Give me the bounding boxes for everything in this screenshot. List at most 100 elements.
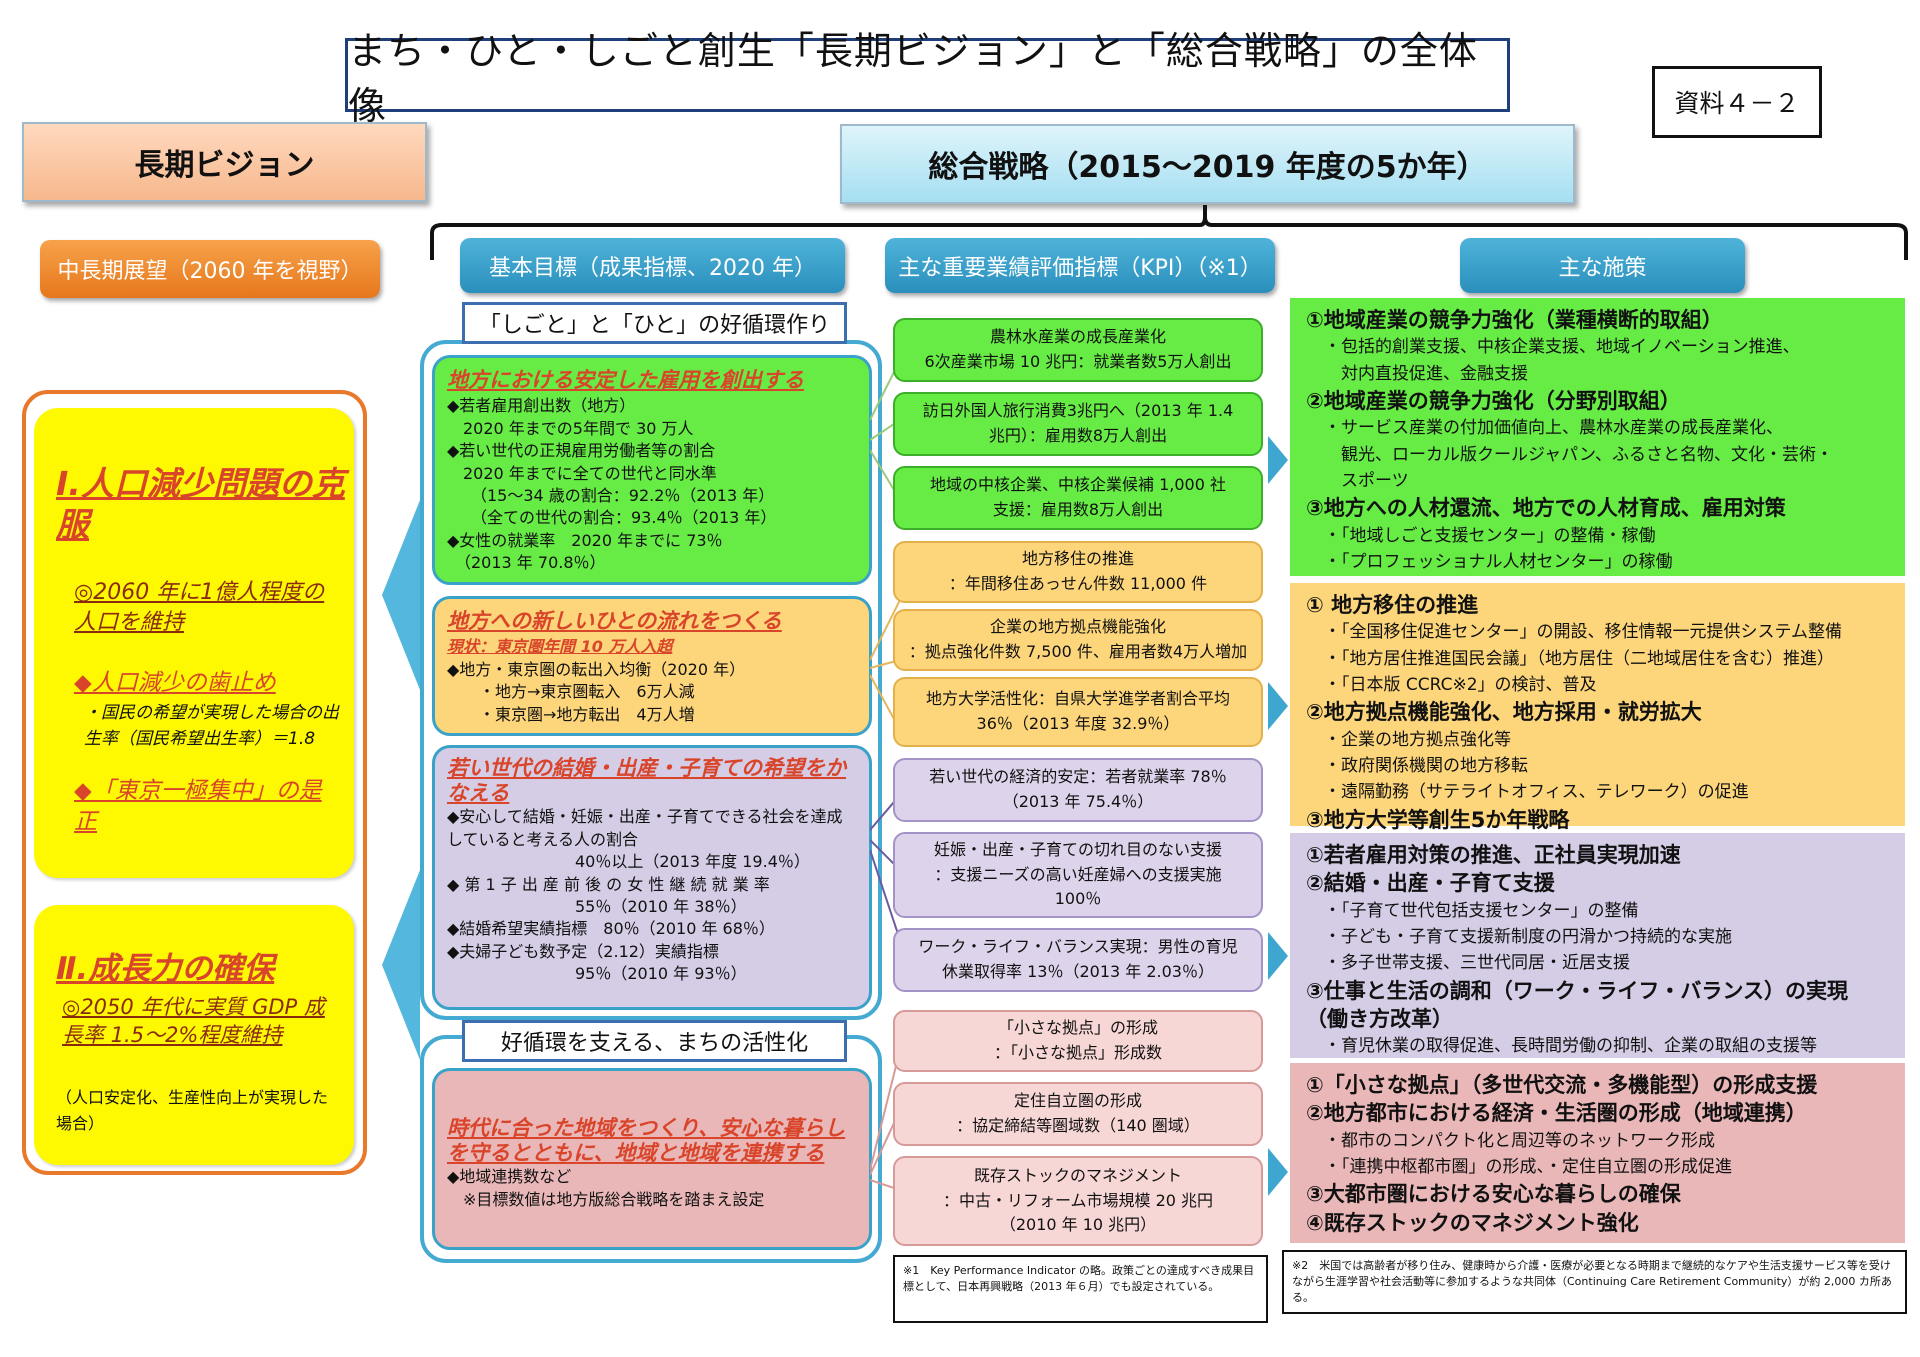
kpi-pill: 主な重要業績評価指標（KPI）（※1） (885, 238, 1275, 293)
policy-heading: ①若者雇用対策の推進、正社員実現加速 (1306, 843, 1681, 867)
goal-region-title: 時代に合った地域をつくり、安心な暮らしを守るとともに、地域と地域を連携する (447, 1116, 846, 1166)
goal-employment-line: （2013 年 70.8％） (447, 553, 606, 573)
kpi-line: 妊娠・出産・子育ての切れ目のない支援 (933, 839, 1222, 859)
policy-heading: ③地方大学等創生5か年戦略 (1306, 807, 1570, 832)
vision-box-population: Ⅰ.人口減少問題の克服 ◎2060 年に1億人程度の人口を維持 ◆人口減少の歯止… (34, 408, 354, 878)
kpi-line: 休業取得率 13％（2013 年 2.03％） (942, 962, 1214, 981)
policy-group-region: ①「小さな拠点」（多世代交流・多機能型）の形成支援 ②地方都市における経済・生活… (1290, 1063, 1905, 1243)
goal-migration-line: ・東京圏→地方転出 4万人増 (447, 704, 695, 724)
policy-group-family: ①若者雇用対策の推進、正社員実現加速 ②結婚・出産・子育て支援 ・「子育て世代包… (1290, 833, 1905, 1058)
page-title: まち・ひと・しごと創生「長期ビジョン」と「総合戦略」の全体像 (345, 29, 1510, 128)
policy-item: ・「子育て世代包括支援センター」の整備 (1324, 900, 1639, 921)
footnote-kpi: ※1 Key Performance Indicator の略。政策ごとの達成す… (893, 1255, 1268, 1323)
policy-item: ・政府関係機関の地方移転 (1324, 756, 1528, 777)
vision-header: 長期ビジョン (22, 122, 427, 202)
vision-population-sub2: ◆「東京一極集中」の是正 (74, 778, 322, 836)
goal-employment-line: （全ての世代の割合：93.4％（2013 年） (447, 508, 777, 528)
goal-employment-line: ◆若い世代の正規雇用労働者等の割合 (447, 441, 716, 461)
policy-item: ・都市のコンパクト化と周辺等のネットワーク形成 (1324, 1130, 1715, 1151)
goal-employment-line: （15～34 歳の割合：92.2％（2013 年） (447, 485, 775, 505)
kpi-item: 地域の中核企業、中核企業候補 1,000 社支援：雇用数8万人創出 (893, 466, 1263, 530)
kpi-line: 定住自立圏の形成 (1013, 1091, 1142, 1111)
policy-pill: 主な施策 (1460, 238, 1745, 293)
outlook-pill-text: 中長期展望（2060 年を視野） (57, 259, 363, 284)
policy-item: ・子ども・子育て支援新制度の円滑かつ持続的な実施 (1324, 927, 1732, 948)
policy-heading: ②地方拠点機能強化、地方採用・就労拡大 (1306, 700, 1702, 725)
vision-header-text: 長期ビジョン (134, 148, 315, 183)
strategy-brace (430, 205, 1908, 260)
page-title-text: まち・ひと・しごと創生「長期ビジョン」と「総合戦略」の全体像 (348, 29, 1478, 128)
policy-group-industry: ①地域産業の競争力強化（業種横断的取組） ・包括的創業支援、中核企業支援、地域イ… (1290, 298, 1905, 576)
goal-employment-title: 地方における安定した雇用を創出する (447, 368, 804, 392)
policy-heading: ②結婚・出産・子育て支援 (1306, 871, 1555, 896)
policy-heading: ③地方への人材還流、地方での人材育成、雇用対策 (1306, 496, 1786, 521)
document-label: 資料４－２ (1652, 66, 1822, 138)
goal-employment-line: 2020 年までに全ての世代と同水準 (447, 463, 717, 483)
policy-item: ・サービス産業の付加価値向上、農林水産業の成長産業化、 (1324, 418, 1783, 439)
kpi-line: （2013 年 75.4％） (1002, 792, 1154, 811)
kpi-line: 地域の中核企業、中核企業候補 1,000 社 (930, 475, 1226, 495)
vision-growth-goal: ◎2050 年代に実質 GDP 成長率 1.5～2%程度維持 (62, 995, 325, 1048)
kpi-line: 支援：雇用数8万人創出 (992, 500, 1164, 519)
kpi-line: ：中古・リフォーム市場規模 20 兆円 (942, 1190, 1214, 1210)
goal-region-line: ◆地域連携数など (447, 1167, 572, 1187)
kpi-pill-text: 主な重要業績評価指標（KPI）（※1） (898, 255, 1262, 281)
kpi-line: 企業の地方拠点機能強化 (989, 617, 1166, 637)
policy-item: ・「地方居住推進国民会議」（地方居住（二地域居住を含む）推進） (1324, 648, 1834, 669)
policy-heading: ①地域産業の競争力強化（業種横断的取組） (1306, 308, 1723, 332)
vision-box-growth: Ⅱ.成長力の確保 ◎2050 年代に実質 GDP 成長率 1.5～2%程度維持 … (34, 905, 354, 1165)
goal-migration-subtitle: 現状：東京圏年間 10 万人入超 (447, 637, 673, 657)
arrow-to-policy-orange (1268, 682, 1288, 730)
goal-migration: 地方への新しいひとの流れをつくる 現状：東京圏年間 10 万人入超 ◆地方・東京… (432, 596, 872, 736)
cycle-label-text: 「しごと」と「ひと」の好循環作り (478, 313, 831, 338)
goal-employment-line: 2020 年までの5年間で 30 万人 (447, 418, 694, 438)
kpi-line: ：支援ニーズの高い妊産婦への支援実施 (934, 864, 1222, 884)
kpi-line: ワーク・ライフ・バランス実現：男性の育児 (918, 937, 1238, 957)
policy-group-migration: ① 地方移住の推進 ・「全国移住促進センター」の開設、移住情報一元提供システム整… (1290, 583, 1905, 832)
kpi-item: 地方移住の推進：年間移住あっせん件数 11,000 件 (893, 541, 1263, 603)
goals-pill-text: 基本目標（成果指標、2020 年） (489, 255, 816, 281)
kpi-line: 兆円）：雇用数8万人創出 (988, 426, 1168, 445)
kpi-line: 訪日外国人旅行消費3兆円へ（2013 年 1.4 (922, 401, 1234, 421)
goal-region: 時代に合った地域をつくり、安心な暮らしを守るとともに、地域と地域を連携する ◆地… (432, 1068, 872, 1250)
vision-growth-note: （人口安定化、生産性向上が実現した場合） (56, 1088, 329, 1133)
goal-family-line: ◆ 第 1 子 出 産 前 後 の 女 性 継 続 就 業 率 (447, 874, 770, 894)
policy-heading: ① 地方移住の推進 (1306, 593, 1479, 617)
policy-heading: ③大都市圏における安心な暮らしの確保 (1306, 1182, 1681, 1207)
policy-item: 観光、ローカル版クールジャパン、ふるさと名物、文化・芸術・ (1324, 444, 1833, 465)
strategy-header-text: 総合戦略（2015～2019 年度の5か年） (928, 150, 1487, 185)
policy-item: ・育児休業の取得促進、長時間労働の抑制、企業の取組の支援等 (1324, 1036, 1817, 1057)
goal-family-title: 若い世代の結婚・出産・子育ての希望をかなえる (447, 756, 846, 806)
strategy-header: 総合戦略（2015～2019 年度の5か年） (840, 124, 1575, 204)
goal-family: 若い世代の結婚・出産・子育ての希望をかなえる ◆安心して結婚・妊娠・出産・子育て… (432, 745, 872, 1010)
policy-item: スポーツ (1324, 471, 1409, 492)
policy-item: ・「連携中枢都市圏」の形成、・定住自立圏の形成促進 (1324, 1157, 1732, 1178)
town-label-text: 好循環を支える、まちの活性化 (500, 1031, 809, 1056)
kpi-item: 「小さな拠点」の形成：「小さな拠点」形成数 (893, 1010, 1263, 1072)
kpi-line: 農林水産業の成長産業化 (989, 327, 1166, 347)
kpi-line: ：「小さな拠点」形成数 (993, 1043, 1162, 1062)
cycle-label: 「しごと」と「ひと」の好循環作り (462, 302, 847, 344)
policy-heading: ③仕事と生活の調和（ワーク・ライフ・バランス）の実現（働き方改革） (1306, 978, 1848, 1032)
goal-migration-line: ・地方→東京圏転入 6万人減 (447, 682, 695, 702)
kpi-line: 地方移住の推進 (1021, 549, 1134, 569)
goals-pill: 基本目標（成果指標、2020 年） (460, 238, 845, 293)
arrow-to-policy-green (1268, 436, 1288, 484)
kpi-item: 企業の地方拠点機能強化：拠点強化件数 7,500 件、雇用者数4万人増加 (893, 609, 1263, 671)
kpi-line: 既存ストックのマネジメント (973, 1165, 1182, 1185)
goal-family-line: ◆安心して結婚・妊娠・出産・子育てできる社会を達成していると考える人の割合 (447, 807, 843, 849)
policy-heading: ②地域産業の競争力強化（分野別取組） (1306, 389, 1681, 414)
kpi-line: 若い世代の経済的安定：若者就業率 78％ (929, 767, 1227, 787)
goal-family-line: 95％（2010 年 93％） (447, 964, 747, 984)
goal-family-line: 55％（2010 年 38％） (447, 896, 747, 916)
kpi-line: 地方大学活性化：自県大学進学者割合平均 (925, 689, 1230, 709)
goal-employment-line: ◆若者雇用創出数（地方） (447, 396, 636, 416)
goal-migration-line: ◆地方・東京圏の転出入均衡（2020 年） (447, 659, 746, 679)
policy-heading: ④既存ストックのマネジメント強化 (1306, 1210, 1639, 1235)
kpi-item: 既存ストックのマネジメント：中古・リフォーム市場規模 20 兆円（2010 年 … (893, 1156, 1263, 1246)
policy-heading: ②地方都市における経済・生活圏の形成（地域連携） (1306, 1101, 1807, 1126)
outlook-pill: 中長期展望（2060 年を視野） (40, 240, 380, 298)
kpi-item: 訪日外国人旅行消費3兆円へ（2013 年 1.4 兆円）：雇用数8万人創出 (893, 392, 1263, 456)
